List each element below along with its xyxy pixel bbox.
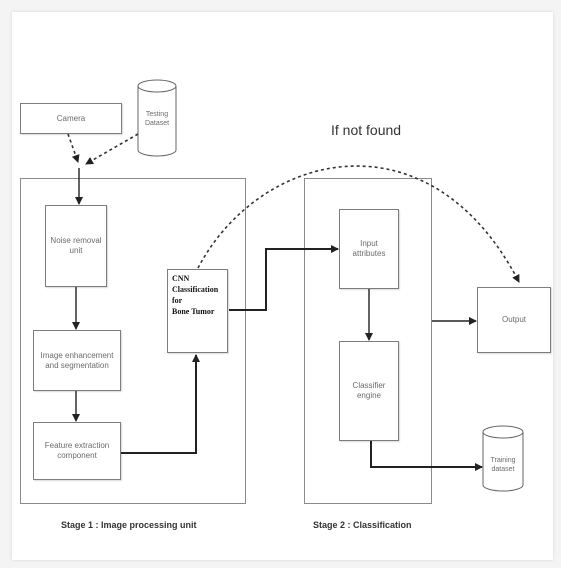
cnn-line3: for [172, 296, 183, 305]
feature-extraction-label: Feature extraction component [44, 441, 110, 460]
image-enhancement-label: Image enhancement and segmentation [40, 350, 114, 370]
noise-removal-label: Noise removal unit [50, 236, 102, 255]
cnn-line4: Bone Tumor [172, 307, 215, 316]
output-label: Output [501, 315, 526, 324]
classifier-engine-label: Classifier engine [352, 381, 386, 400]
testing-dataset-label: Testing Dataset [144, 111, 170, 127]
stage1-container [20, 178, 246, 504]
image-enhancement-box: Image enhancement and segmentation [33, 330, 121, 391]
input-attributes-label: Input attributes [352, 239, 386, 258]
stage1-label: Stage 1 : Image processing unit [61, 520, 197, 530]
cnn-line2: Classification [172, 285, 219, 294]
input-attributes-box: Input attributes [339, 209, 399, 289]
cnn-line1: CNN [172, 274, 190, 283]
classifier-engine-box: Classifier engine [339, 341, 399, 441]
camera-label: Camera [56, 113, 86, 123]
cnn-classification-box: CNN Classification for Bone Tumor [167, 269, 228, 353]
output-box: Output [477, 287, 551, 353]
training-dataset-label: Training dataset [490, 457, 516, 473]
feature-extraction-box: Feature extraction component [33, 422, 121, 480]
stage2-label: Stage 2 : Classification [313, 520, 412, 530]
noise-removal-box: Noise removal unit [45, 205, 107, 287]
camera-box: Camera [20, 103, 122, 134]
if-not-found-label: If not found [331, 122, 402, 138]
